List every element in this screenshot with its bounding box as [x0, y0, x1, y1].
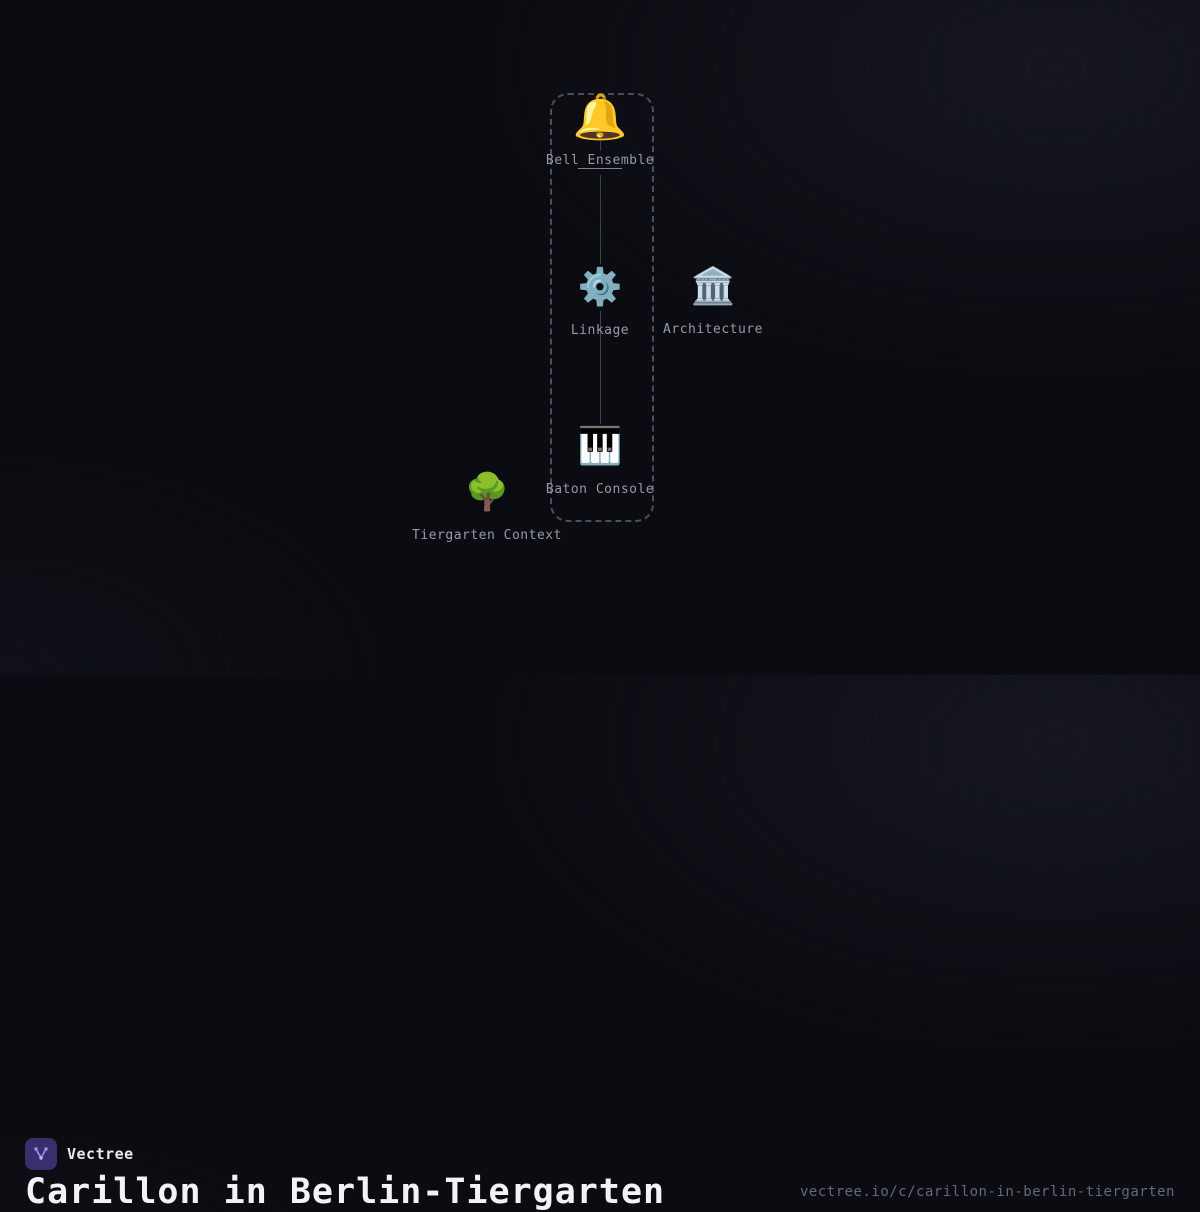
- node-label: Baton Console: [545, 482, 655, 497]
- footer: Vectree Carillon in Berlin-Tiergarten ve…: [0, 560, 1200, 1212]
- mindmap-canvas: 🔔 Bell Ensemble ⚙️ Linkage 🏛️ Architecture 🎹 Ba…: [412, 92, 763, 543]
- page-title: Carillon in Berlin-Tiergarten: [25, 1172, 666, 1212]
- node-label: Linkage: [570, 323, 630, 338]
- vectree-logo: [25, 1138, 57, 1170]
- node-label: Bell Ensemble: [545, 153, 655, 168]
- brand-name: Vectree: [67, 1145, 134, 1163]
- edge-1: [600, 175, 601, 264]
- brand-row: Vectree: [25, 1138, 134, 1170]
- page-url: vectree.io/c/carillon-in-berlin-tiergart…: [799, 1184, 1175, 1200]
- vectree-logo-icon: [34, 1147, 48, 1160]
- group-outline: [550, 93, 654, 522]
- node-label: Tiergarten Context: [412, 528, 562, 543]
- bell-icon: 🔔: [572, 92, 628, 143]
- node-label-underline: [578, 168, 622, 169]
- building-icon: 🏛️: [690, 266, 736, 307]
- node-label: Architecture: [663, 322, 763, 337]
- edge-0: [600, 141, 601, 151]
- tree-icon: 🌳: [464, 472, 510, 513]
- keyboard-icon: 🎹: [577, 426, 623, 467]
- gear-icon: ⚙️: [577, 267, 623, 308]
- edge-2: [600, 311, 601, 424]
